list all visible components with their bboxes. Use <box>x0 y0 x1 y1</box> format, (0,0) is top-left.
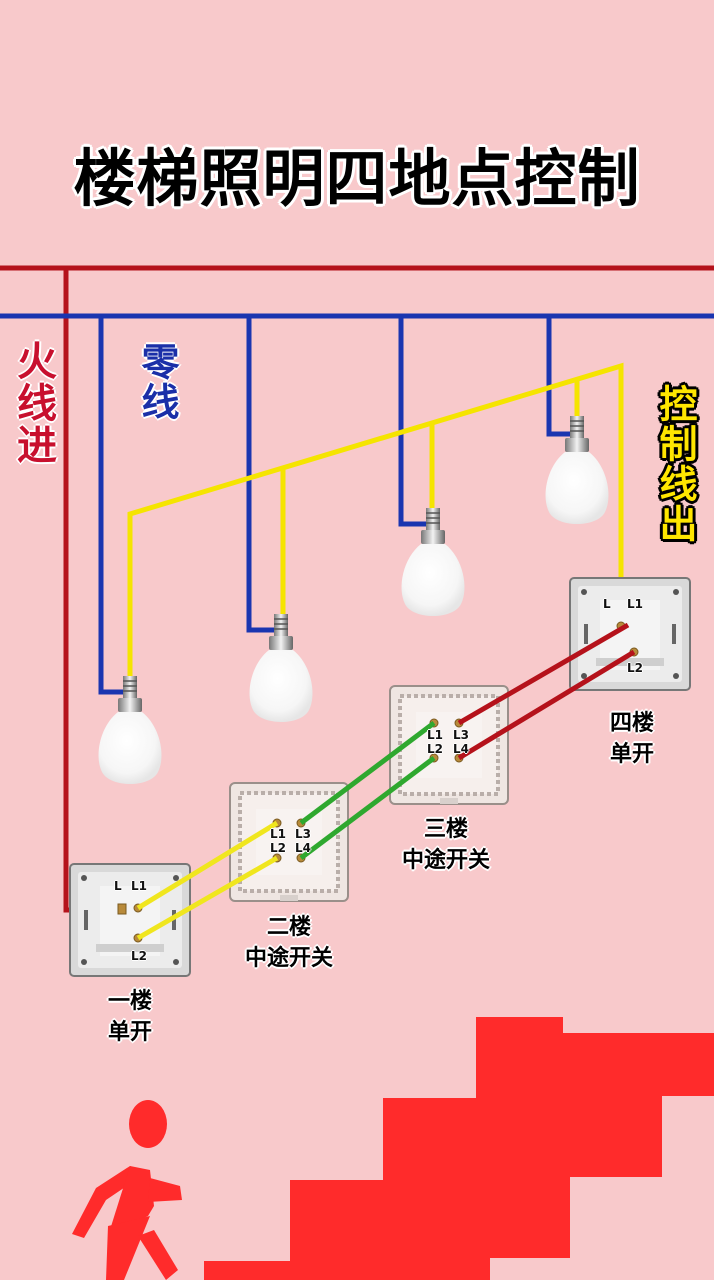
terminal-label: L2 <box>427 742 443 756</box>
terminal-label: L <box>603 597 611 611</box>
switch-2-caption: 二楼 中途开关 <box>219 912 359 974</box>
traveler-yellow-1 <box>136 820 279 911</box>
traveler-yellow-2 <box>136 855 279 941</box>
terminal-label: L2 <box>627 661 643 675</box>
traveler-red-1 <box>457 622 630 726</box>
live-wire-label: 火线进 <box>10 340 56 466</box>
terminal-label: L1 <box>270 827 286 841</box>
traveler-green-1 <box>299 721 436 825</box>
terminal-label: L2 <box>270 841 286 855</box>
switch-type-label: 中途开关 <box>401 848 490 873</box>
switch-type-label: 单开 <box>609 742 654 767</box>
floor-label: 二楼 <box>266 915 311 940</box>
floor-label: 三楼 <box>423 817 468 842</box>
neutral-wire-label: 零线 <box>135 342 179 422</box>
terminal-label: L3 <box>453 728 469 742</box>
terminal-label: L4 <box>295 841 311 855</box>
terminal-label: L <box>114 879 122 893</box>
terminal-label: L4 <box>453 742 469 756</box>
live-feed-wire <box>63 268 122 913</box>
switch-3-caption: 三楼 中途开关 <box>376 814 516 876</box>
stairs-graphic <box>204 1017 714 1280</box>
floor-label: 一楼 <box>107 989 152 1014</box>
switch-type-label: 中途开关 <box>244 946 333 971</box>
terminal-label: L1 <box>131 879 147 893</box>
terminal-label: L3 <box>295 827 311 841</box>
page-title: 楼梯照明四地点控制 <box>73 142 641 215</box>
traveler-red-2 <box>457 649 636 761</box>
switch-4-caption: 四楼 单开 <box>572 708 692 770</box>
floor-label: 四楼 <box>609 711 654 736</box>
traveler-green-2 <box>299 756 436 860</box>
walking-person-icon <box>72 1100 182 1280</box>
terminal-label: L2 <box>131 949 147 963</box>
control-wire-label: 控制线出 <box>653 384 697 544</box>
switch-type-label: 单开 <box>107 1020 152 1045</box>
terminal-label: L1 <box>627 597 643 611</box>
switch-1-caption: 一楼 单开 <box>70 986 190 1048</box>
terminal-label: L1 <box>427 728 443 742</box>
control-wire <box>127 362 624 676</box>
